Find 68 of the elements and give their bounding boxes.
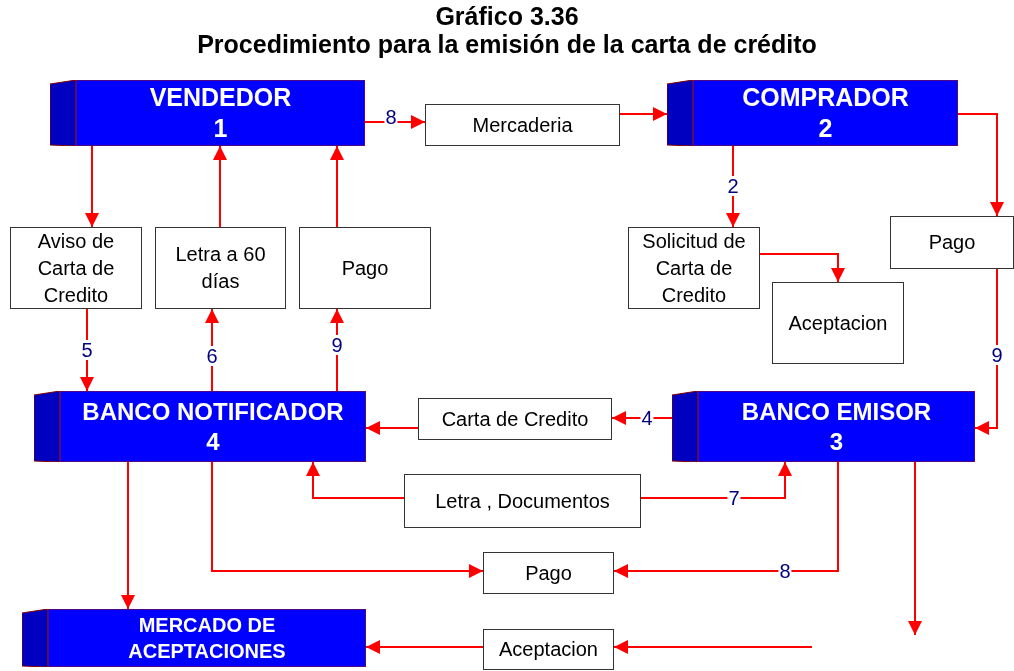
- edge-label: 5: [80, 340, 94, 360]
- edge-label: 4: [640, 408, 654, 428]
- arrow: [759, 253, 845, 283]
- arrow: [213, 145, 227, 228]
- box-label: Aceptacion: [499, 637, 598, 662]
- edge-label: 7: [727, 488, 741, 508]
- edge-label: 8: [384, 107, 398, 127]
- process-box: [890, 216, 1014, 269]
- box-label: Pago: [928, 230, 976, 255]
- arrow: [619, 107, 668, 121]
- arrow: [121, 461, 135, 610]
- edge-label: 6: [205, 346, 219, 366]
- box-label: Letra , Documentos: [435, 488, 610, 514]
- diagram-subtitle: Procedimiento para la emisión de la carta de crédito: [196, 30, 818, 58]
- process-box: [299, 227, 431, 309]
- entity-block: [667, 80, 958, 146]
- process-box: [483, 552, 614, 594]
- process-box: [418, 398, 612, 440]
- arrow: [306, 461, 405, 499]
- edge-label: 2: [726, 176, 740, 196]
- arrow: [974, 268, 998, 435]
- entity-name: VENDEDOR: [149, 82, 292, 113]
- entity-name: BANCO EMISOR: [741, 396, 932, 427]
- arrow: [957, 113, 1004, 217]
- box-label: Pago: [341, 255, 389, 281]
- entity-name: COMPRADOR: [742, 82, 909, 113]
- box-label: Solicitud de Carta de Credito: [641, 228, 747, 308]
- entity-number: 4: [206, 426, 220, 457]
- arrow: [365, 640, 484, 654]
- edge-label: 8: [778, 561, 792, 581]
- entity-number: 1: [213, 113, 228, 144]
- box-label: Aviso de Carta de Credito: [36, 228, 116, 308]
- entity-block: [22, 609, 366, 667]
- arrow: [85, 145, 99, 228]
- arrow: [640, 461, 792, 499]
- arrow: [364, 115, 426, 129]
- entity-name: MERCADO DE ACEPTACIONES: [127, 613, 287, 664]
- entity-block: [50, 80, 365, 146]
- process-box: [404, 474, 641, 528]
- process-box: [628, 227, 760, 309]
- entity-name: BANCO NOTIFICADOR: [82, 396, 344, 427]
- entity-block: [34, 391, 366, 462]
- entity-block: [672, 391, 975, 462]
- process-box: [483, 629, 614, 670]
- edge-label: 9: [990, 345, 1004, 365]
- arrow: [205, 308, 219, 392]
- arrow: [611, 411, 673, 425]
- arrow: [613, 461, 839, 578]
- box-label: Aceptacion: [788, 310, 888, 336]
- process-box: [425, 104, 620, 146]
- process-box: [10, 227, 142, 309]
- arrow: [211, 461, 484, 578]
- process-box: [155, 227, 286, 309]
- box-label: Carta de Credito: [441, 406, 589, 432]
- arrow: [365, 421, 419, 435]
- entity-number: 2: [818, 113, 833, 144]
- box-label: Mercaderia: [472, 112, 573, 138]
- arrow: [908, 461, 922, 636]
- process-box: [772, 282, 904, 364]
- diagram-title: Gráfico 3.36: [434, 2, 580, 30]
- arrow: [330, 145, 344, 228]
- edge-label: 9: [330, 335, 344, 355]
- box-label: Pago: [525, 560, 572, 586]
- arrow: [330, 308, 344, 392]
- box-label: Letra a 60 días: [174, 242, 267, 294]
- entity-number: 3: [829, 426, 844, 457]
- arrow: [80, 308, 94, 392]
- arrow: [613, 640, 813, 654]
